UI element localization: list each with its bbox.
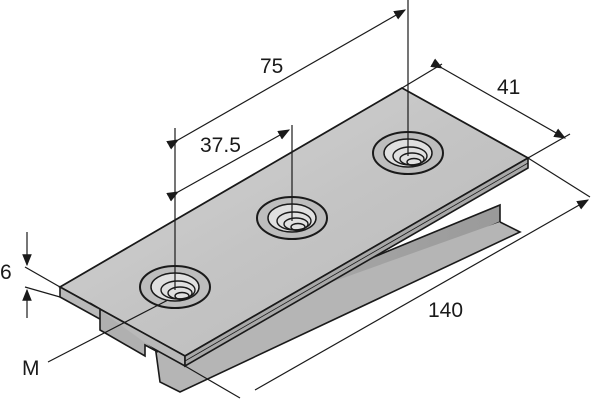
- dimension-75-label: 75: [260, 55, 283, 78]
- dimension-140-label: 140: [428, 299, 463, 322]
- dimension-41-label: 41: [497, 76, 520, 99]
- dimension-6-label: 6: [0, 261, 12, 284]
- dimension-37-5-label: 37.5: [200, 134, 241, 157]
- thread-m-label: M: [22, 357, 40, 380]
- dimension-lines: [22, 9, 590, 391]
